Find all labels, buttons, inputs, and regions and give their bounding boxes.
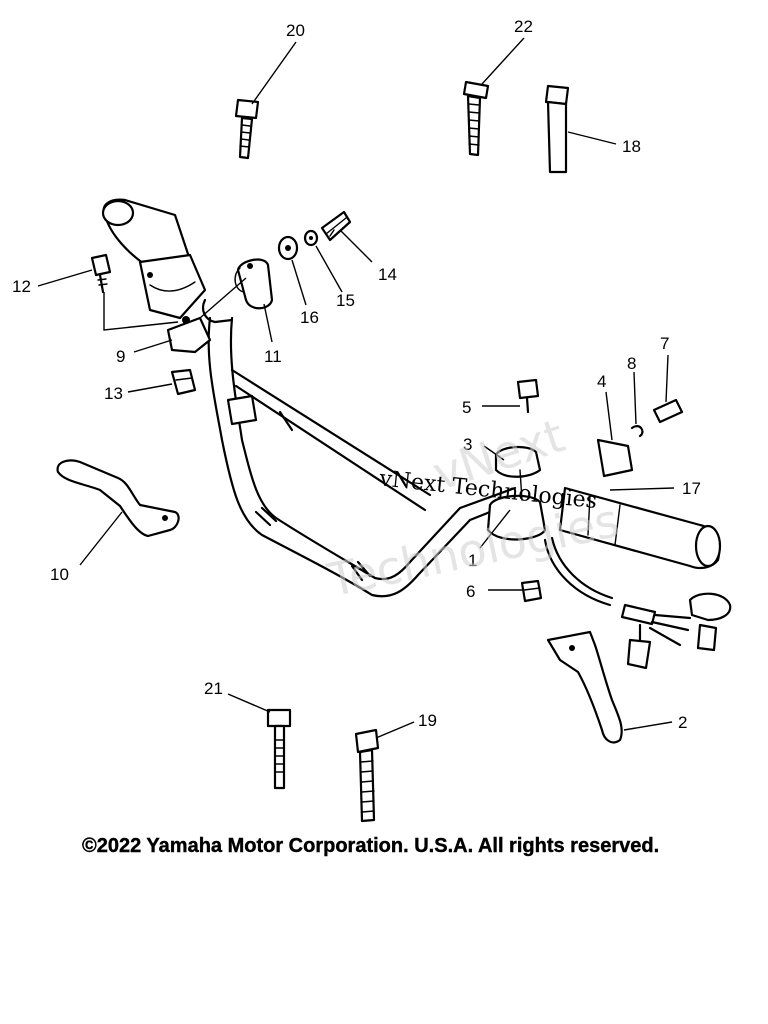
callout-13: 13	[104, 384, 123, 403]
callout-6: 6	[466, 582, 475, 601]
callout-12: 12	[12, 277, 31, 296]
part-15-lockwasher	[303, 229, 319, 247]
callout-3: 3	[463, 435, 472, 454]
part-8-washer	[630, 425, 644, 438]
callout-15: 15	[336, 291, 355, 310]
callout-4: 4	[597, 372, 606, 391]
part-13-nut	[170, 368, 197, 396]
callout-1: 1	[468, 551, 477, 570]
part-6-nut	[520, 579, 543, 603]
callout-22: 22	[514, 17, 533, 36]
callout-16: 16	[300, 308, 319, 327]
part-7-screw	[652, 398, 684, 424]
callout-2: 2	[678, 713, 687, 732]
part-16-washer	[277, 235, 299, 261]
part-21-bolt	[266, 708, 292, 790]
callout-14: 14	[378, 265, 397, 284]
callout-17: 17	[682, 479, 701, 498]
part-18-band	[544, 84, 570, 174]
part-19-band	[354, 728, 380, 823]
part-2-lever	[546, 630, 623, 744]
callout-21: 21	[204, 679, 223, 698]
callout-11: 11	[264, 347, 282, 366]
callout-10: 10	[50, 565, 69, 584]
part-11-bracket	[234, 258, 274, 310]
right-grip	[558, 486, 722, 570]
part-22-band	[462, 80, 490, 157]
part-20-band	[234, 98, 260, 160]
copyright-notice: ©2022 Yamaha Motor Corporation. U.S.A. A…	[82, 835, 659, 857]
watermark: vNext Technologies vNext Technologies	[322, 408, 623, 607]
handlebar	[201, 298, 522, 598]
left-grip	[101, 198, 207, 320]
callout-5: 5	[462, 398, 471, 417]
part-12-bolt	[90, 253, 112, 294]
part-5-bolt	[516, 378, 540, 414]
part-9-clamp	[166, 316, 212, 354]
part-14-screw	[320, 210, 352, 242]
callout-9: 9	[116, 347, 125, 366]
callout-7: 7	[660, 334, 669, 353]
leader-lines	[37, 37, 675, 739]
callout-8: 8	[627, 354, 636, 373]
callout-20: 20	[286, 21, 305, 40]
callout-18: 18	[622, 137, 641, 156]
wire-harness	[543, 536, 732, 670]
callout-19: 19	[418, 711, 437, 730]
part-10-lever	[56, 459, 180, 538]
parts-1-3-switch-housing	[486, 438, 634, 541]
callout-labels: 1 2 3 4 5 6 7 8 9 10 11 12 13 14 15 16 1…	[12, 17, 701, 732]
